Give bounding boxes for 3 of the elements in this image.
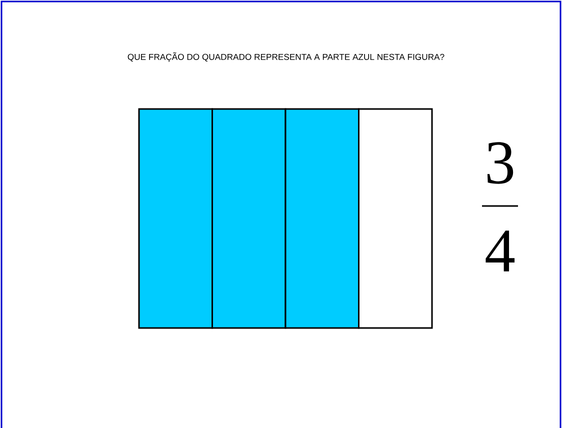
question-text: QUE FRAÇÃO DO QUADRADO REPRESENTA A PARTE AZUL NESTA FIGURA? (128, 52, 444, 62)
fraction-numerator: 3 (487, 142, 514, 184)
fraction-denominator: 4 (486, 230, 515, 272)
